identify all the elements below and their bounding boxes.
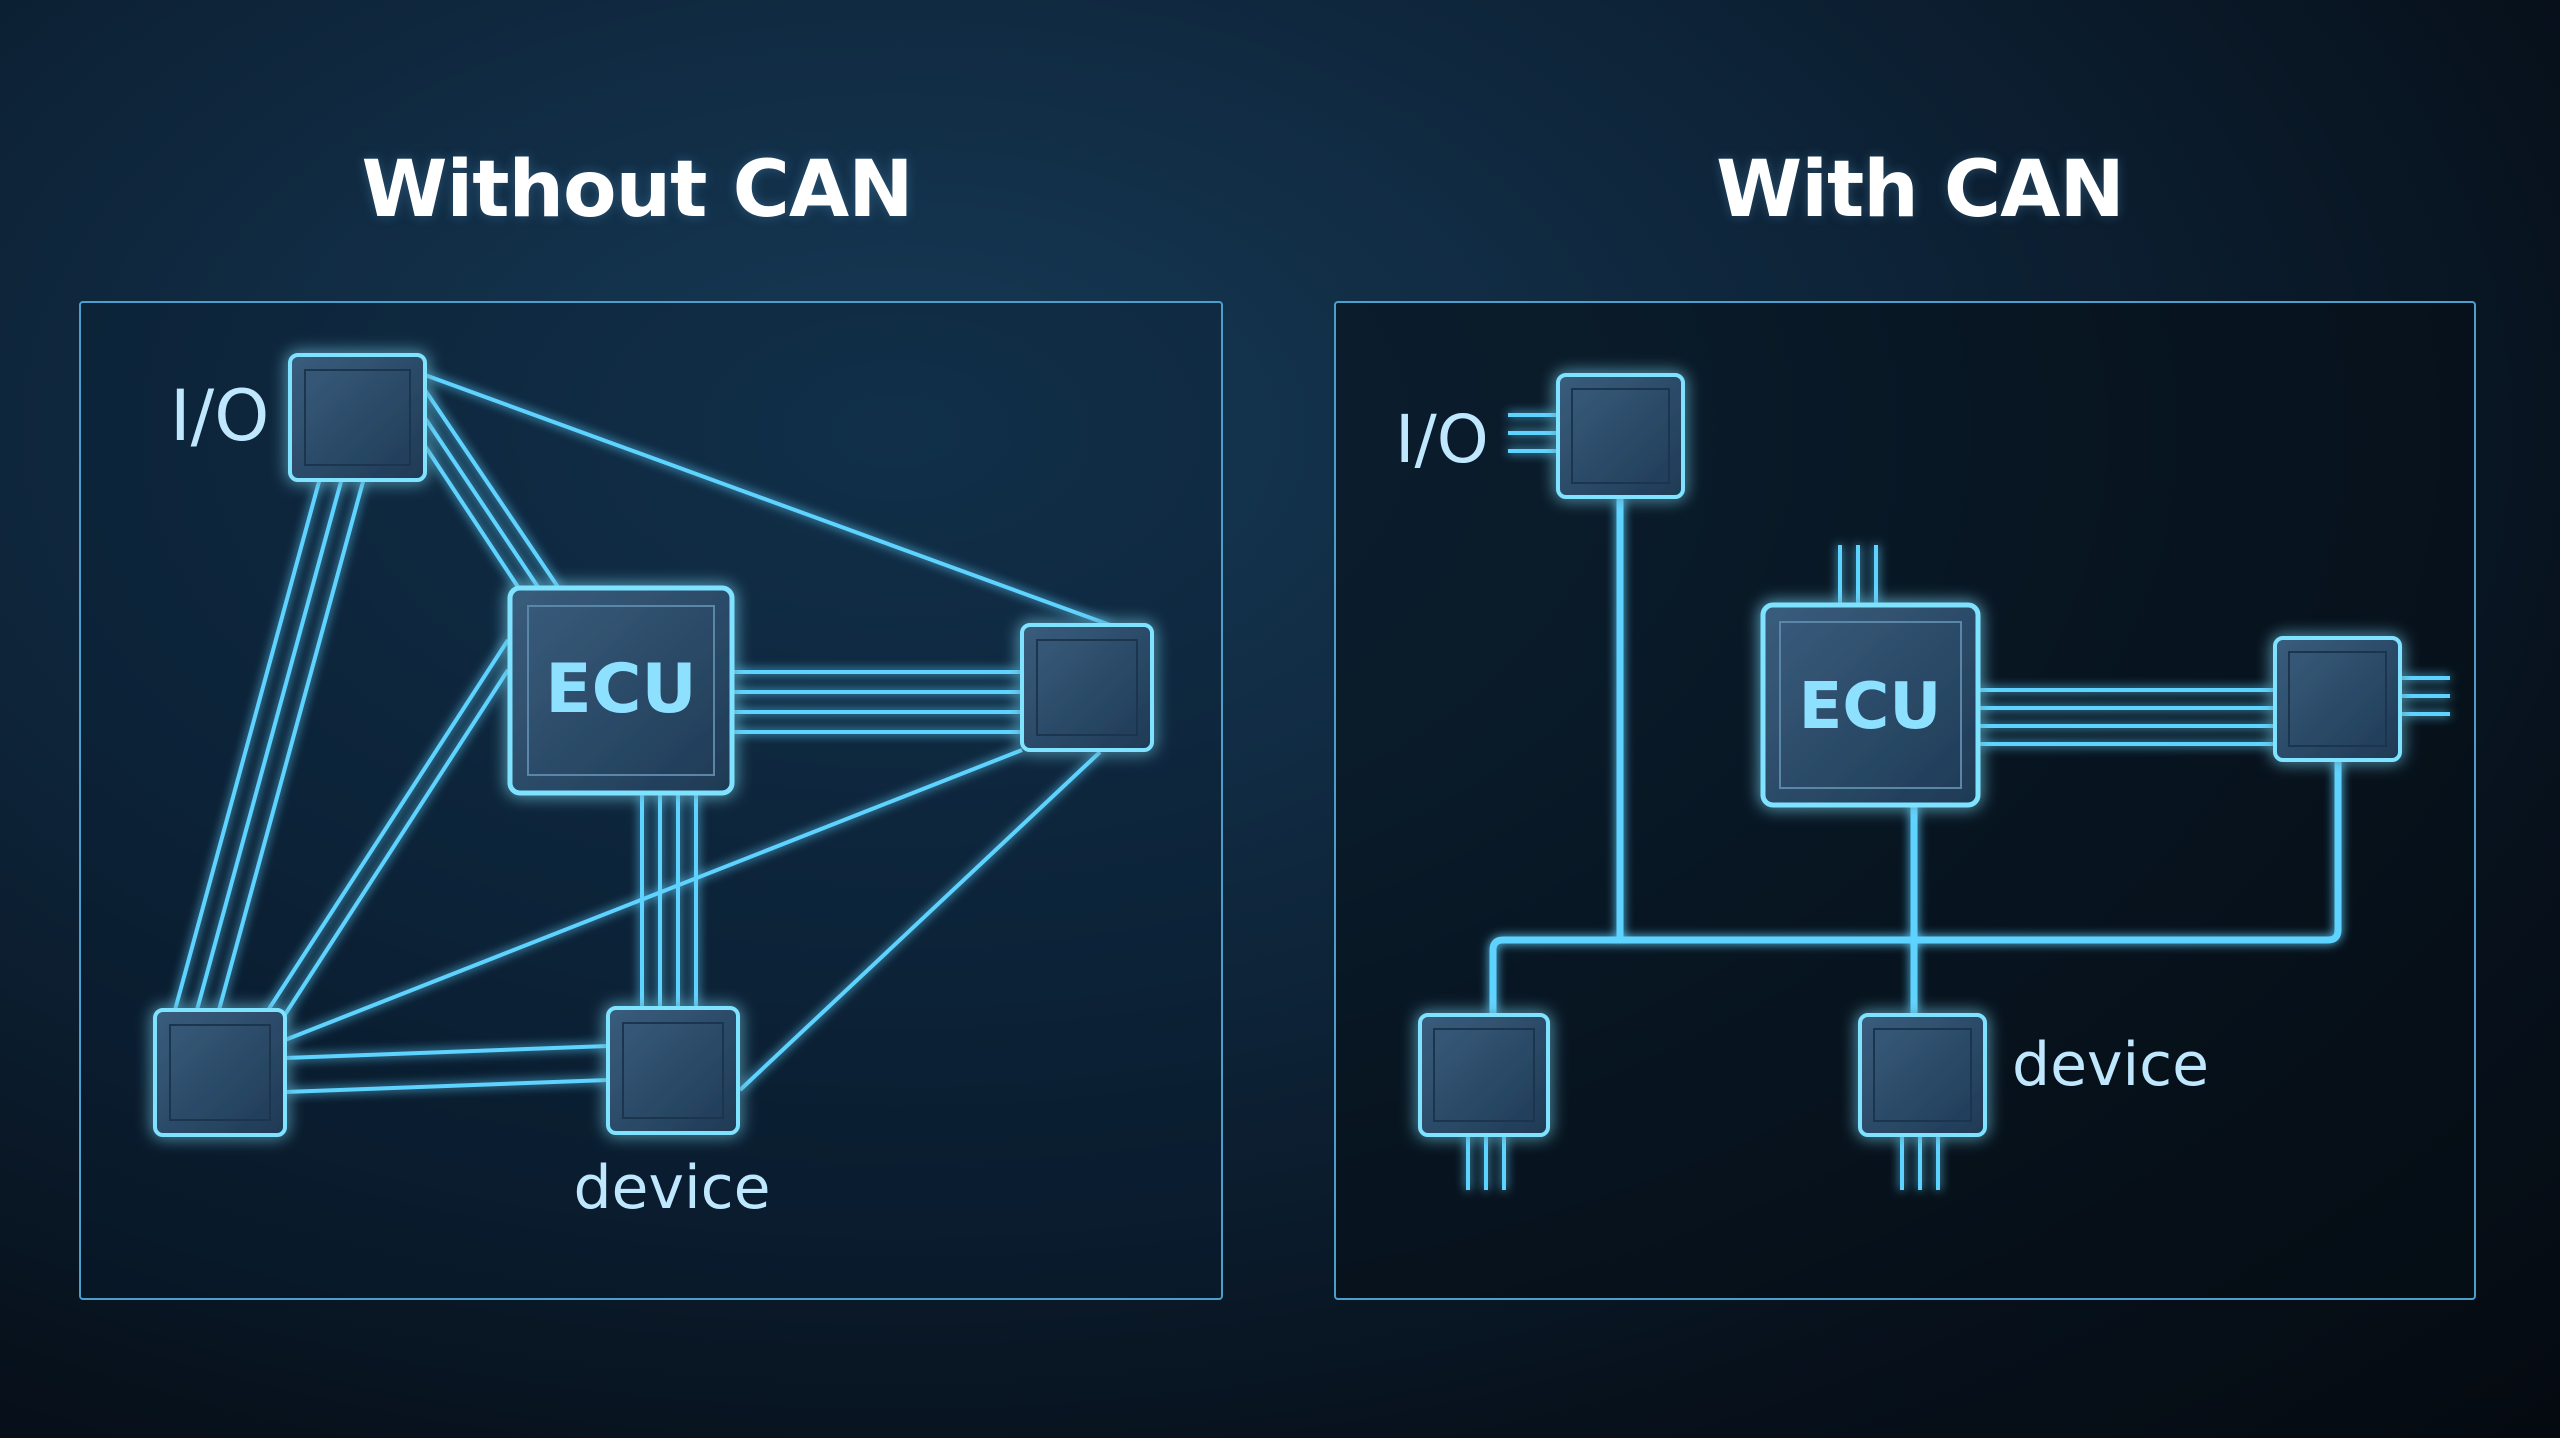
left-ecu-label: ECU xyxy=(545,650,697,729)
right-right-node xyxy=(2273,636,2402,762)
left-panel-title: Without CAN xyxy=(361,145,913,235)
left-lower-left-node xyxy=(153,1008,287,1137)
left-right-node xyxy=(1020,623,1154,752)
right-can-bus xyxy=(1489,494,2342,1019)
right-io-node xyxy=(1556,373,1685,499)
right-ecu-label: ECU xyxy=(1799,670,1942,744)
right-panel-title: With CAN xyxy=(1716,145,2125,235)
right-io-label: I/O xyxy=(1395,401,1489,478)
left-io-node xyxy=(288,353,427,482)
left-device-label: device xyxy=(573,1153,770,1223)
left-point-to-point-wires xyxy=(173,373,1111,1094)
right-stub-wires xyxy=(1466,413,2450,1190)
right-device-node xyxy=(1858,1013,1987,1137)
left-device-node xyxy=(606,1006,740,1135)
right-ecu-node xyxy=(1760,602,1981,808)
right-lower-left-node xyxy=(1418,1013,1550,1137)
left-ecu-node xyxy=(507,585,735,796)
left-panel-frame xyxy=(79,301,1223,1300)
left-io-label: I/O xyxy=(170,375,269,457)
right-device-label: device xyxy=(2012,1030,2209,1100)
